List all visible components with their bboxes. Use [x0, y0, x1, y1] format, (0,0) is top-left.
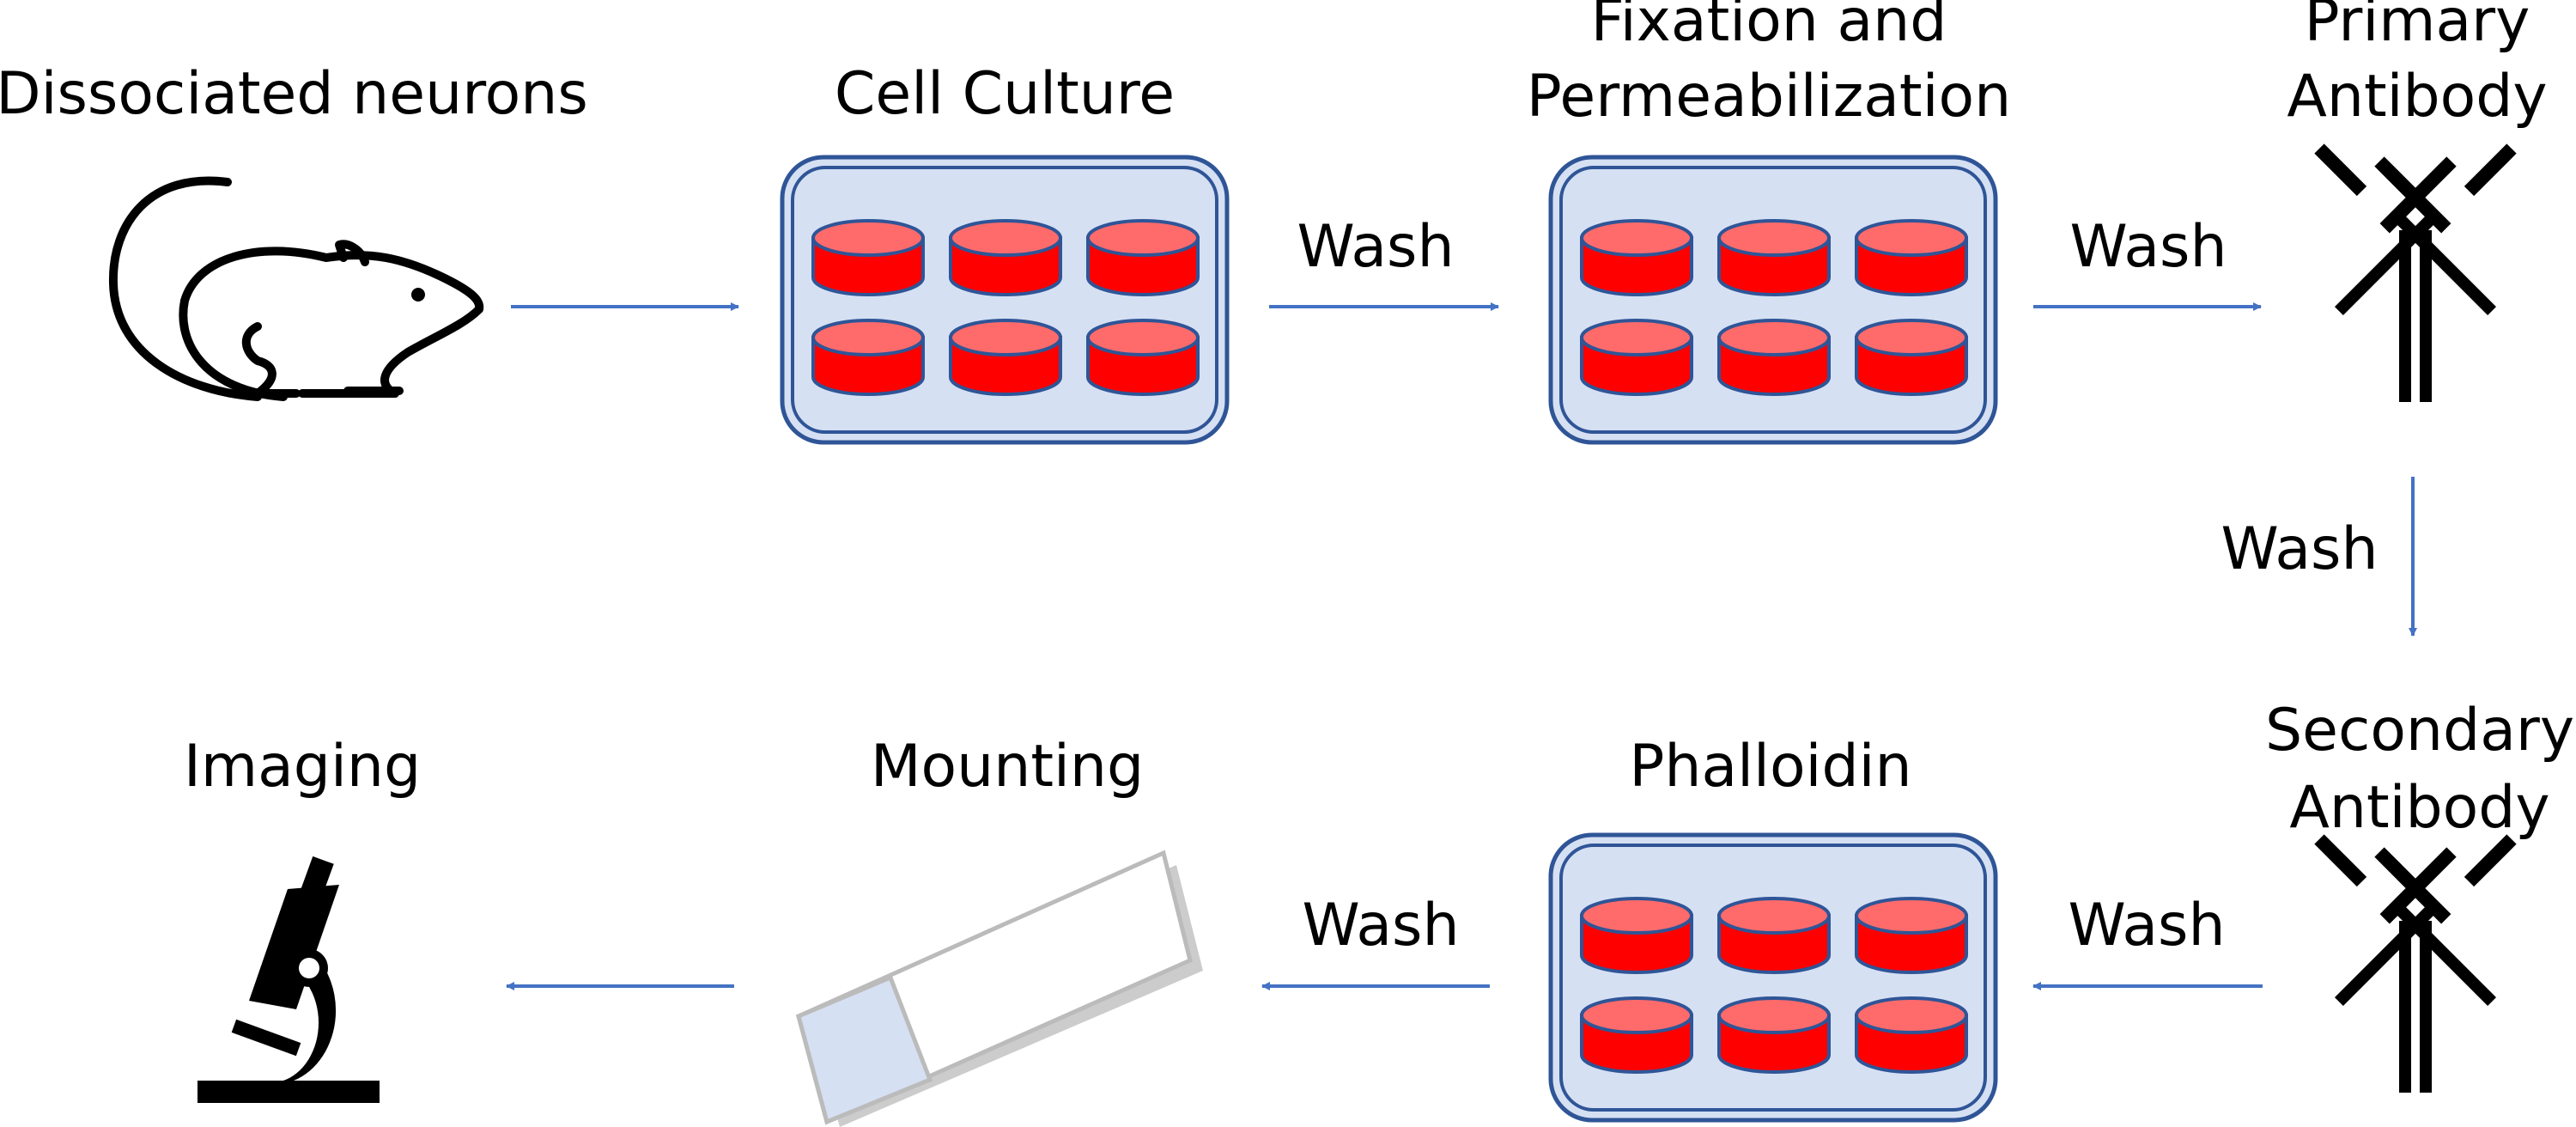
arrow-label-wash-1: Wash — [1297, 213, 1454, 281]
well-plate-icon-fixation — [1551, 157, 1996, 442]
step-label-primary-line1: Primary — [2305, 0, 2530, 55]
step-label-secondary-line1: Secondary — [2265, 697, 2574, 765]
step-label-imaging: Imaging — [184, 733, 421, 801]
arrow-label-wash-4: Wash — [2068, 892, 2225, 959]
step-label-secondary-line2: Antibody — [2289, 774, 2549, 842]
arrow-label-wash-5: Wash — [1302, 892, 1459, 959]
step-label-primary-line2: Antibody — [2287, 63, 2547, 131]
arrow-label-wash-2: Wash — [2069, 213, 2227, 281]
step-label-fixation-line2: Permeabilization — [1527, 63, 2011, 131]
arrow-label-wash-3: Wash — [2221, 515, 2378, 583]
step-label-cell-culture: Cell Culture — [835, 60, 1175, 128]
microscope-icon — [197, 856, 380, 1103]
antibody-icon-secondary — [2314, 834, 2517, 1093]
mouse-icon — [108, 176, 484, 401]
microscope-slide-icon — [796, 850, 1203, 1127]
step-label-fixation-line1: Fixation and — [1591, 0, 1947, 55]
antibody-icon-primary — [2314, 143, 2517, 402]
step-label-dissociated-neurons: Dissociated neurons — [0, 60, 588, 128]
well-plate-icon-culture — [782, 157, 1227, 442]
step-label-mounting: Mounting — [871, 733, 1144, 801]
step-label-phalloidin: Phalloidin — [1629, 733, 1911, 801]
well-plate-icon-phalloidin — [1551, 835, 1996, 1120]
